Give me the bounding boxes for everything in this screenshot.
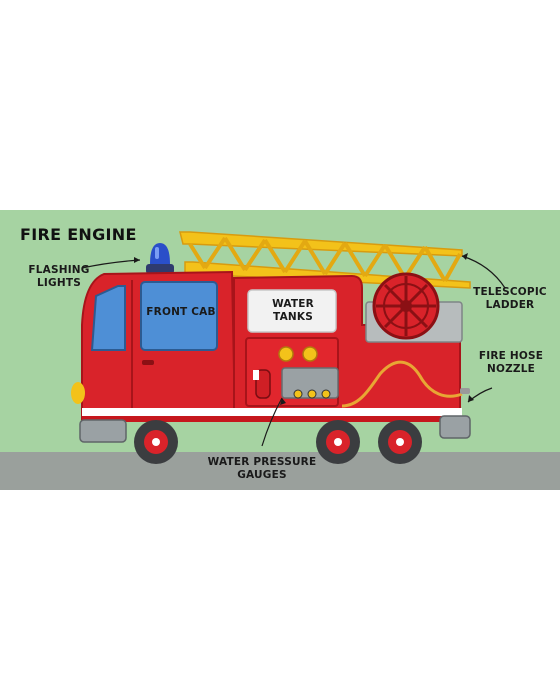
label-front-cab: FRONT CAB bbox=[146, 306, 216, 318]
fire-engine-illustration: FIRE ENGINE FLASHING LIGHTS FRONT CAB WA… bbox=[0, 210, 560, 490]
label-flashing-lights: FLASHING LIGHTS bbox=[28, 264, 90, 289]
hose-reel-drawing bbox=[372, 272, 440, 340]
flashing-light-drawing bbox=[146, 243, 174, 274]
truck-cab-drawing bbox=[71, 270, 237, 421]
fire-engine-drawing bbox=[71, 231, 506, 464]
road bbox=[0, 452, 560, 490]
wheels-drawing bbox=[134, 420, 422, 464]
label-water-tanks: WATER TANKS bbox=[272, 298, 314, 323]
label-telescopic-ladder: TELESCOPIC LADDER bbox=[473, 286, 547, 311]
fire-hose-drawing bbox=[341, 360, 463, 408]
label-fire-hose-nozzle: FIRE HOSE NOZZLE bbox=[478, 350, 544, 375]
telescopic-ladder-drawing bbox=[179, 231, 471, 289]
page-title: FIRE ENGINE bbox=[20, 225, 137, 244]
label-water-pressure-gauges: WATER PRESSURE GAUGES bbox=[207, 456, 317, 481]
